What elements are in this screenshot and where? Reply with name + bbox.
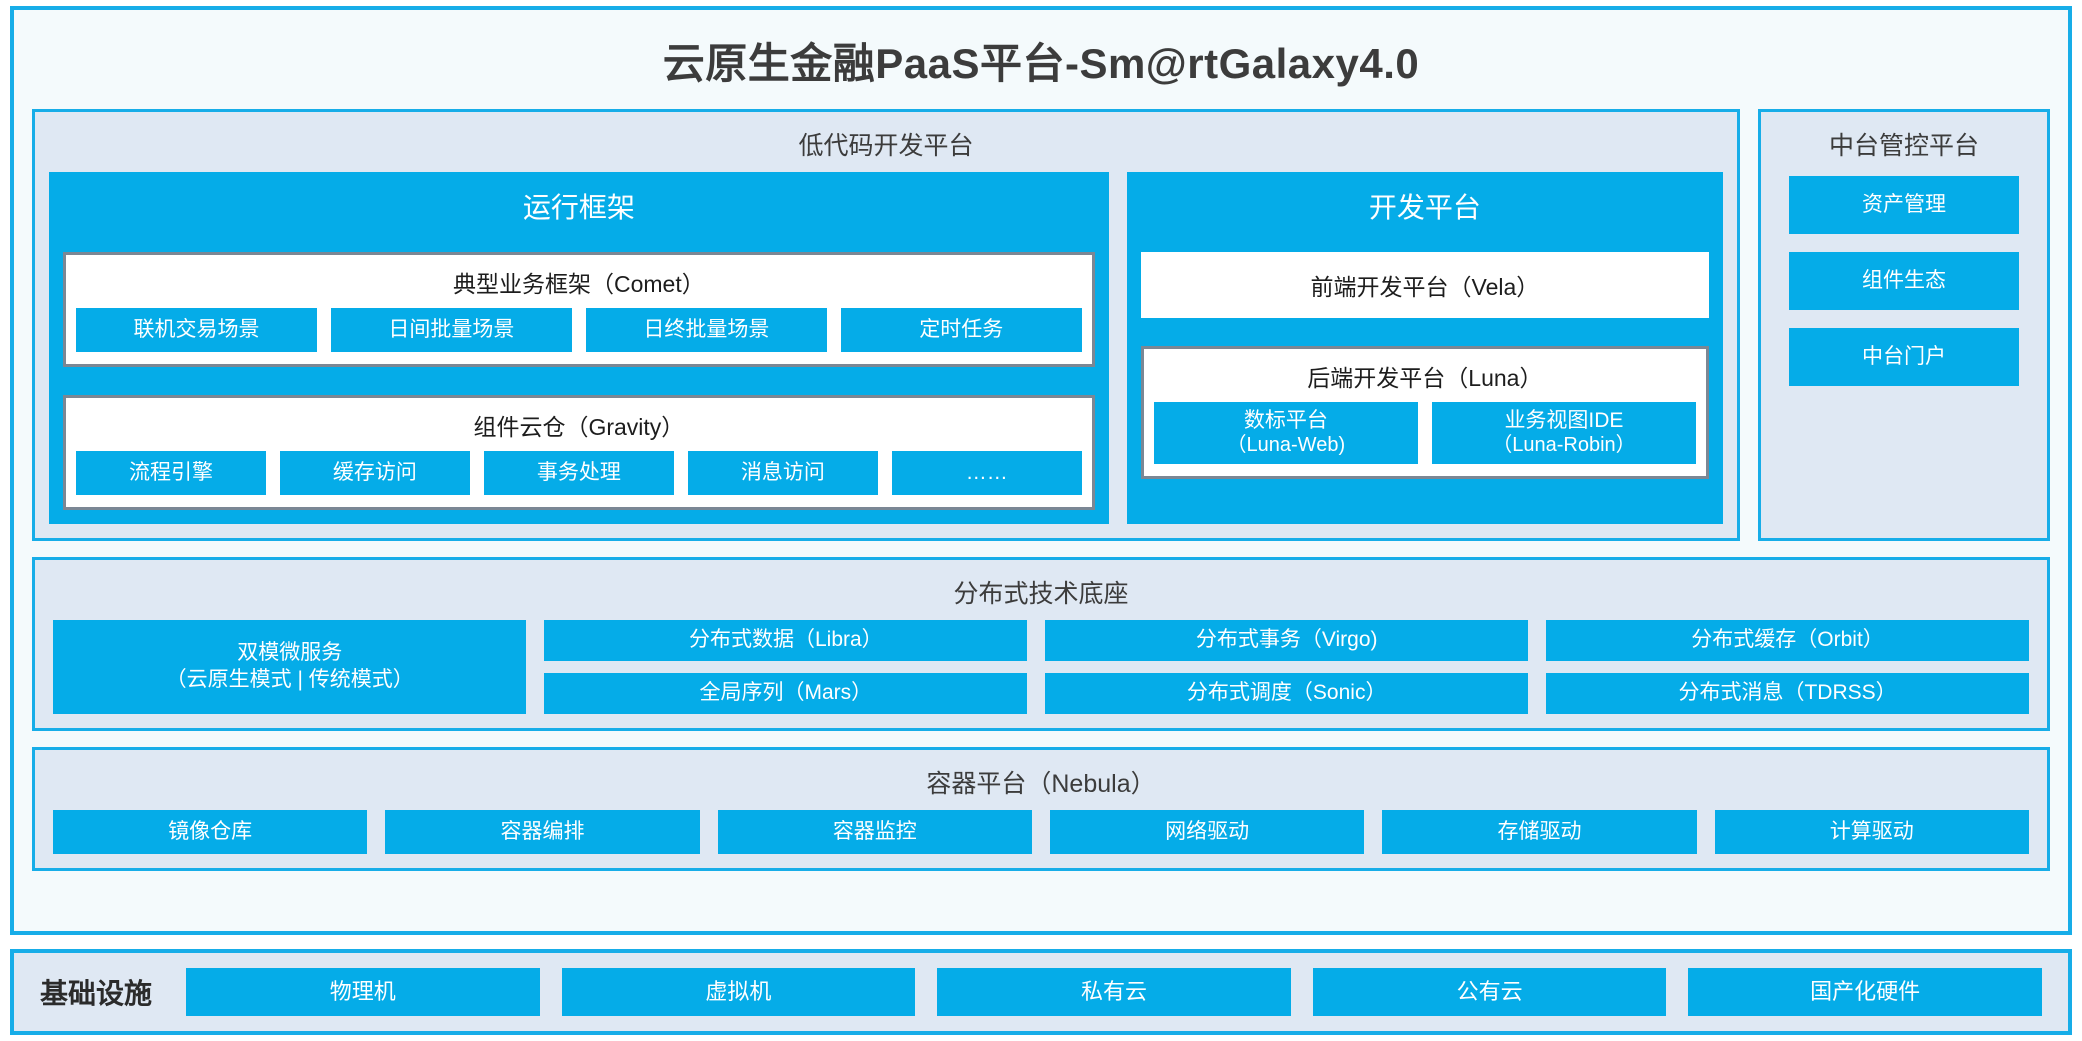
base-item-dual-mode-microservice-line1: 双模微服务 (237, 641, 343, 665)
base-item-distributed-message-tdrss[interactable]: 分布式消息（TDRSS） (1546, 673, 2029, 714)
runtime-framework-title: 运行框架 (522, 192, 635, 223)
comet-card: 典型业务框架（Comet） 联机交易场景 日间批量场景 日终批量场景 定时任务 (63, 252, 1095, 367)
base-item-global-sequence-mars[interactable]: 全局序列（Mars） (544, 673, 1028, 714)
distributed-base-col-3: 分布式缓存（Orbit） 分布式消息（TDRSS） (1546, 620, 2029, 714)
infrastructure-item-private-cloud[interactable]: 私有云 (937, 968, 1291, 1016)
container-item-network-driver[interactable]: 网络驱动 (1049, 810, 1365, 854)
gravity-item-more[interactable]: …… (891, 451, 1082, 495)
base-item-distributed-transaction-virgo[interactable]: 分布式事务（Virgo) (1045, 620, 1529, 661)
infrastructure-frame: 基础设施 物理机 虚拟机 私有云 公有云 国产化硬件 (10, 949, 2072, 1035)
page-title: 云原生金融PaaS平台-Sm@rtGalaxy4.0 (662, 40, 1420, 87)
infrastructure-item-virtual-machine[interactable]: 虚拟机 (561, 968, 916, 1016)
main-platform-frame: 云原生金融PaaS平台-Sm@rtGalaxy4.0 低代码开发平台 运行框架 … (10, 6, 2072, 935)
comet-item-eod-batch[interactable]: 日终批量场景 (585, 308, 827, 352)
gravity-title: 组件云仓（Gravity） (473, 414, 685, 440)
lowcode-platform-panel: 低代码开发平台 运行框架 典型业务框架（Comet） 联机交易场景 日间批量场景… (32, 109, 1740, 541)
gravity-item-process-engine[interactable]: 流程引擎 (76, 451, 266, 495)
gravity-item-message-access[interactable]: 消息访问 (687, 451, 878, 495)
container-platform-title: 容器平台（Nebula） (926, 770, 1156, 798)
runtime-framework-block: 运行框架 典型业务框架（Comet） 联机交易场景 日间批量场景 日终批量场景 … (49, 172, 1109, 524)
midplatform-items: 资产管理 组件生态 中台门户 (1775, 172, 2033, 524)
container-platform-items: 镜像仓库 容器编排 容器监控 网络驱动 存储驱动 计算驱动 (49, 810, 2033, 854)
gravity-items: 流程引擎 缓存访问 事务处理 消息访问 …… (76, 451, 1082, 495)
development-platform-block: 开发平台 前端开发平台（Vela） 后端开发平台（Luna） 数标平台 （Lun… (1126, 172, 1723, 524)
backend-item-luna-web-line1: 数标平台 (1243, 408, 1328, 432)
gravity-card: 组件云仓（Gravity） 流程引擎 缓存访问 事务处理 消息访问 …… (63, 395, 1095, 510)
distributed-base-col-1: 分布式数据（Libra） 全局序列（Mars） (544, 620, 1028, 714)
frontend-platform-card[interactable]: 前端开发平台（Vela） (1140, 252, 1709, 318)
lowcode-platform-title: 低代码开发平台 (798, 132, 974, 160)
top-row: 低代码开发平台 运行框架 典型业务框架（Comet） 联机交易场景 日间批量场景… (32, 109, 2050, 541)
base-item-distributed-scheduling-sonic[interactable]: 分布式调度（Sonic） (1045, 673, 1529, 714)
comet-item-scheduled-task[interactable]: 定时任务 (840, 308, 1082, 352)
base-item-dual-mode-microservice-line2: （云原生模式 | 传统模式） (165, 668, 414, 691)
distributed-base-grid: 双模微服务 （云原生模式 | 传统模式） 分布式数据（Libra） 全局序列（M… (49, 620, 2033, 714)
development-platform-title: 开发平台 (1368, 192, 1481, 223)
gravity-item-transaction-processing[interactable]: 事务处理 (483, 451, 674, 495)
comet-item-online-transaction[interactable]: 联机交易场景 (76, 308, 317, 352)
comet-title: 典型业务框架（Comet） (453, 271, 705, 297)
distributed-base-col-microservice: 双模微服务 （云原生模式 | 传统模式） (53, 620, 527, 714)
infrastructure-items: 物理机 虚拟机 私有云 公有云 国产化硬件 (186, 968, 2042, 1016)
container-item-monitoring[interactable]: 容器监控 (717, 810, 1032, 854)
backend-item-luna-web[interactable]: 数标平台 （Luna-Web) (1153, 402, 1418, 464)
comet-item-intraday-batch[interactable]: 日间批量场景 (330, 308, 572, 352)
infrastructure-item-physical-machine[interactable]: 物理机 (186, 968, 540, 1016)
container-platform-panel: 容器平台（Nebula） 镜像仓库 容器编排 容器监控 网络驱动 存储驱动 计算… (32, 747, 2050, 871)
lowcode-platform-body: 运行框架 典型业务框架（Comet） 联机交易场景 日间批量场景 日终批量场景 … (49, 172, 1723, 524)
midplatform-item-asset-management[interactable]: 资产管理 (1789, 176, 2019, 234)
midplatform-panel: 中台管控平台 资产管理 组件生态 中台门户 (1758, 109, 2050, 541)
base-item-distributed-data-libra[interactable]: 分布式数据（Libra） (544, 620, 1028, 661)
backend-platform-card: 后端开发平台（Luna） 数标平台 （Luna-Web) 业务视图IDE （Lu… (1140, 346, 1709, 479)
backend-platform-items: 数标平台 （Luna-Web) 业务视图IDE （Luna-Robin） (1153, 402, 1697, 464)
midplatform-item-portal[interactable]: 中台门户 (1789, 328, 2019, 386)
backend-item-luna-robin-line2: （Luna-Robin） (1492, 433, 1636, 456)
backend-item-luna-robin[interactable]: 业务视图IDE （Luna-Robin） (1431, 402, 1697, 464)
base-item-distributed-cache-orbit[interactable]: 分布式缓存（Orbit） (1546, 620, 2029, 661)
container-item-compute-driver[interactable]: 计算驱动 (1714, 810, 2029, 854)
midplatform-item-component-ecosystem[interactable]: 组件生态 (1789, 252, 2019, 310)
infrastructure-item-domestic-hardware[interactable]: 国产化硬件 (1688, 968, 2042, 1016)
distributed-base-col-2: 分布式事务（Virgo) 分布式调度（Sonic） (1045, 620, 1529, 714)
container-item-orchestration[interactable]: 容器编排 (385, 810, 700, 854)
comet-items: 联机交易场景 日间批量场景 日终批量场景 定时任务 (76, 308, 1082, 352)
container-item-image-registry[interactable]: 镜像仓库 (53, 810, 368, 854)
distributed-base-panel: 分布式技术底座 双模微服务 （云原生模式 | 传统模式） 分布式数据（Libra… (32, 557, 2050, 731)
backend-platform-title: 后端开发平台（Luna） (1307, 365, 1543, 391)
infrastructure-label: 基础设施 (40, 978, 153, 1009)
base-item-dual-mode-microservice[interactable]: 双模微服务 （云原生模式 | 传统模式） (53, 620, 527, 714)
backend-item-luna-web-line2: （Luna-Web) (1226, 433, 1346, 456)
container-item-storage-driver[interactable]: 存储驱动 (1382, 810, 1697, 854)
backend-item-luna-robin-line1: 业务视图IDE (1504, 408, 1624, 432)
distributed-base-title: 分布式技术底座 (953, 580, 1129, 608)
midplatform-title: 中台管控平台 (1828, 132, 1979, 160)
gravity-item-cache-access[interactable]: 缓存访问 (279, 451, 470, 495)
infrastructure-item-public-cloud[interactable]: 公有云 (1312, 968, 1667, 1016)
